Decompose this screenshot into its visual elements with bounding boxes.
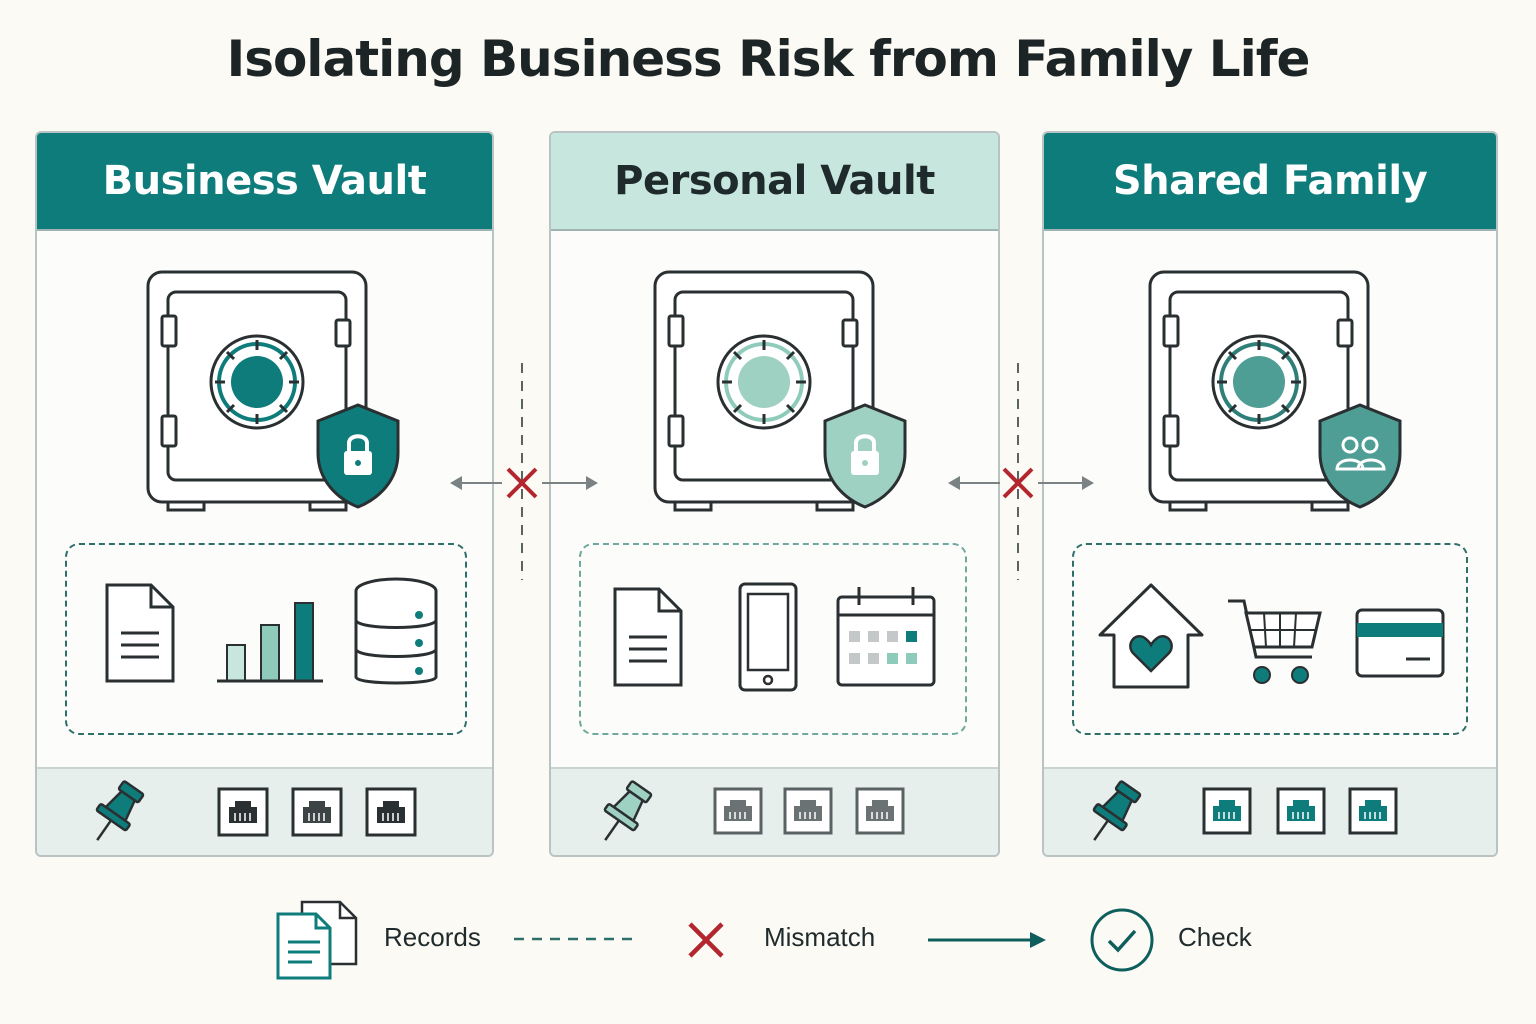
mismatch-x-icon xyxy=(688,922,724,958)
mismatch-x-icon xyxy=(1002,467,1034,499)
dashed-line-icon xyxy=(514,937,634,941)
personal-records-box xyxy=(579,543,967,735)
shield-lock-icon xyxy=(316,403,400,509)
mismatch-x-icon xyxy=(506,467,538,499)
check-circle-icon xyxy=(1090,908,1154,972)
network-port-icon xyxy=(713,787,763,835)
legend-mismatch-label: Mismatch xyxy=(764,922,876,952)
shield-people-icon xyxy=(1318,403,1402,509)
network-port-icon xyxy=(365,787,417,837)
family-records-box xyxy=(1072,543,1468,735)
double-arrow xyxy=(948,476,1094,490)
business-records-box xyxy=(65,543,467,735)
personal-vault-header: Personal Vault xyxy=(551,133,998,231)
network-port-icon xyxy=(855,787,905,835)
separator-business-personal xyxy=(450,363,598,580)
safe-icon xyxy=(1148,270,1370,512)
smartphone-icon xyxy=(738,582,798,692)
calendar-icon xyxy=(836,587,936,687)
records-icon xyxy=(276,900,358,980)
shopping-cart-icon xyxy=(1228,599,1322,684)
business-vault-header: Business Vault xyxy=(37,133,492,231)
pushpin-icon xyxy=(1092,780,1142,841)
shared-family-panel: Shared Family xyxy=(1042,131,1498,857)
document-icon xyxy=(613,587,683,687)
business-vault-panel: Business Vault xyxy=(35,131,494,857)
document-icon xyxy=(105,583,175,683)
double-arrow xyxy=(450,476,598,490)
legend-records-label: Records xyxy=(384,922,481,952)
arrow-right-icon xyxy=(928,932,1046,948)
personal-vault-panel: Personal Vault xyxy=(549,131,1000,857)
business-footer xyxy=(37,767,492,855)
personal-footer xyxy=(551,767,998,855)
credit-card-icon xyxy=(1355,608,1445,678)
safe-icon xyxy=(146,270,368,512)
separator-personal-family xyxy=(948,363,1094,580)
network-port-icon xyxy=(783,787,833,835)
legend-check-label: Check xyxy=(1178,922,1252,952)
family-footer xyxy=(1044,767,1496,855)
page-title: Isolating Business Risk from Family Life xyxy=(226,30,1311,88)
home-heart-icon xyxy=(1098,583,1204,689)
shared-family-header: Shared Family xyxy=(1044,133,1496,231)
network-port-icon xyxy=(217,787,269,837)
safe-icon xyxy=(653,270,875,512)
network-port-icon xyxy=(1202,787,1252,835)
database-icon xyxy=(354,577,438,685)
network-port-icon xyxy=(1348,787,1398,835)
bar-chart-icon xyxy=(217,602,323,683)
shield-lock-icon xyxy=(823,403,907,509)
pushpin-icon xyxy=(603,780,653,841)
network-port-icon xyxy=(291,787,343,837)
network-port-icon xyxy=(1276,787,1326,835)
pushpin-icon xyxy=(95,780,145,841)
